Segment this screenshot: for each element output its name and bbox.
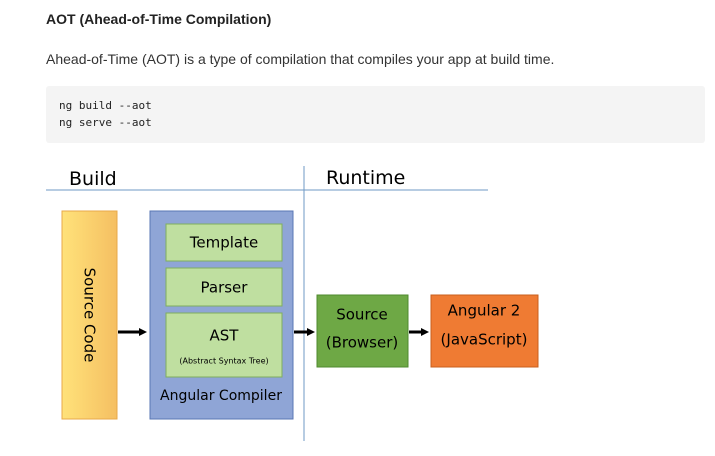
code-block: ng build --aot ng serve --aot	[46, 86, 705, 143]
parser-label: Parser	[201, 279, 249, 297]
parser-box	[165, 267, 283, 307]
source-browser-label-line2: (Browser)	[326, 334, 399, 352]
ast-full-label: (Abstract Syntax Tree)	[179, 357, 268, 366]
source-code-label: Source Code	[81, 268, 99, 363]
angular2-box	[430, 294, 539, 368]
page-heading: AOT (Ahead-of-Time Compilation)	[46, 11, 272, 27]
template-box	[165, 223, 283, 262]
runtime-label: Runtime	[326, 167, 405, 189]
source-code-box	[61, 210, 118, 420]
template-label: Template	[189, 234, 258, 252]
angular2-label-line2: (JavaScript)	[441, 331, 528, 349]
angular2-label-line1: Angular 2	[448, 302, 521, 320]
ast-box	[165, 312, 283, 378]
description-paragraph: Ahead-of-Time (AOT) is a type of compila…	[46, 51, 555, 67]
code-line-build: ng build --aot	[59, 99, 152, 112]
build-label: Build	[69, 168, 117, 190]
angular-compiler-label: Angular Compiler	[160, 388, 282, 404]
source-browser-box	[316, 294, 409, 368]
source-browser-label-line1: Source	[336, 306, 388, 324]
code-line-serve: ng serve --aot	[59, 116, 152, 129]
ast-label: AST	[210, 327, 240, 345]
